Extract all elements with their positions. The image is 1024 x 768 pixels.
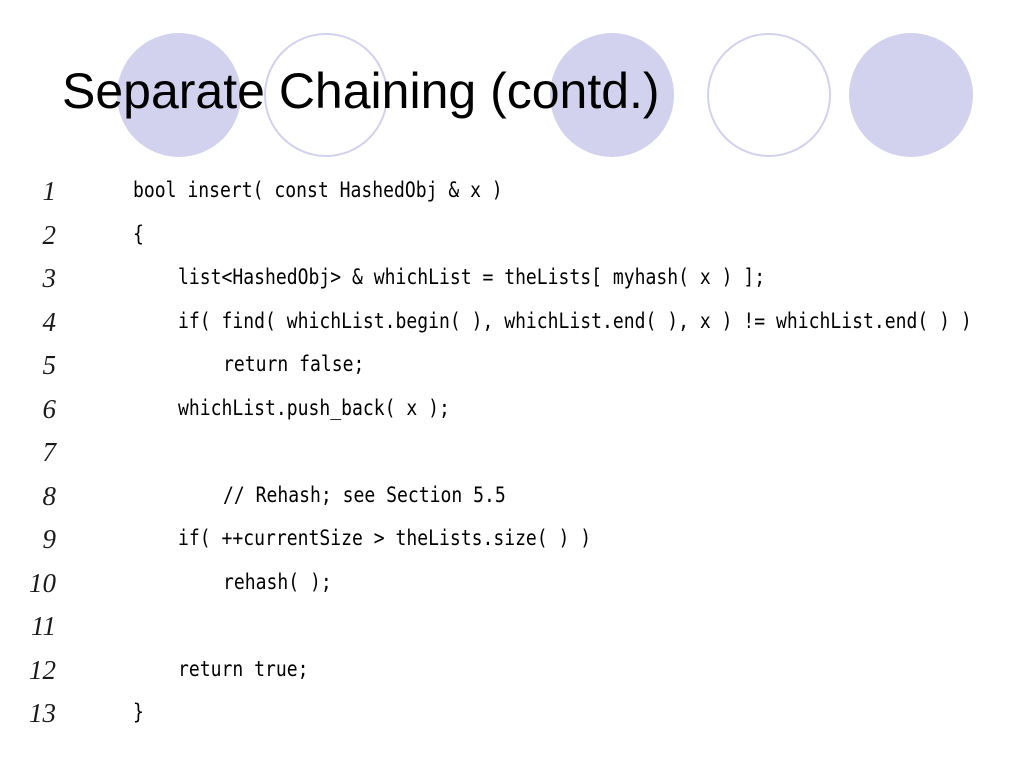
code-line: 13} xyxy=(0,694,1024,738)
line-number: 12 xyxy=(29,654,56,685)
code-line: 12 return true; xyxy=(0,651,1024,695)
code-line: 6 whichList.push_back( x ); xyxy=(0,390,1024,434)
line-number: 4 xyxy=(42,306,57,337)
code-line: 9 if( ++currentSize > theLists.size( ) ) xyxy=(0,520,1024,564)
decorative-circle-3 xyxy=(550,33,674,157)
line-number: 11 xyxy=(31,611,56,641)
decorative-circle-4 xyxy=(707,33,831,157)
code-text: bool insert( const HashedObj & x ) xyxy=(133,178,503,202)
line-number: 3 xyxy=(42,263,57,293)
line-number: 10 xyxy=(29,567,56,598)
code-line: 8 // Rehash; see Section 5.5 xyxy=(0,477,1024,521)
code-text: if( ++currentSize > theLists.size( ) ) xyxy=(178,526,592,550)
code-text: return true; xyxy=(178,656,309,681)
slide-title: Separate Chaining (contd.) xyxy=(62,63,660,119)
code-line: 4 if( find( whichList.begin( ), whichList… xyxy=(0,303,1024,347)
line-number: 2 xyxy=(42,219,57,250)
decorative-circle-2 xyxy=(264,33,388,157)
code-line: 11 xyxy=(0,607,1024,651)
code-line: 5 return false; xyxy=(0,346,1024,390)
code-text: } xyxy=(133,700,144,724)
line-number: 7 xyxy=(42,437,57,467)
code-line: 10 rehash( ); xyxy=(0,564,1024,608)
code-line: 2{ xyxy=(0,216,1024,260)
code-line: 1 bool insert( const HashedObj & x ) xyxy=(0,172,1024,216)
line-number: 8 xyxy=(42,480,57,511)
code-text: rehash( ); xyxy=(223,569,332,594)
code-text: { xyxy=(133,221,144,246)
code-line: 3 list<HashedObj> & whichList = theLists[… xyxy=(0,259,1024,303)
line-number: 13 xyxy=(29,698,56,728)
decorative-circle-1 xyxy=(117,33,241,157)
code-text: return false; xyxy=(223,352,365,376)
code-text: list<HashedObj> & whichList = theLists[ … xyxy=(178,265,766,289)
line-number: 1 xyxy=(42,176,57,206)
line-number: 5 xyxy=(42,350,57,380)
decorative-circle-5 xyxy=(849,33,973,157)
code-text: whichList.push_back( x ); xyxy=(178,395,450,420)
line-number: 6 xyxy=(42,393,57,424)
line-number: 9 xyxy=(42,524,57,554)
code-text: if( find( whichList.begin( ), whichList.… xyxy=(178,308,972,333)
code-text: // Rehash; see Section 5.5 xyxy=(223,482,506,507)
code-line: 7 xyxy=(0,433,1024,477)
